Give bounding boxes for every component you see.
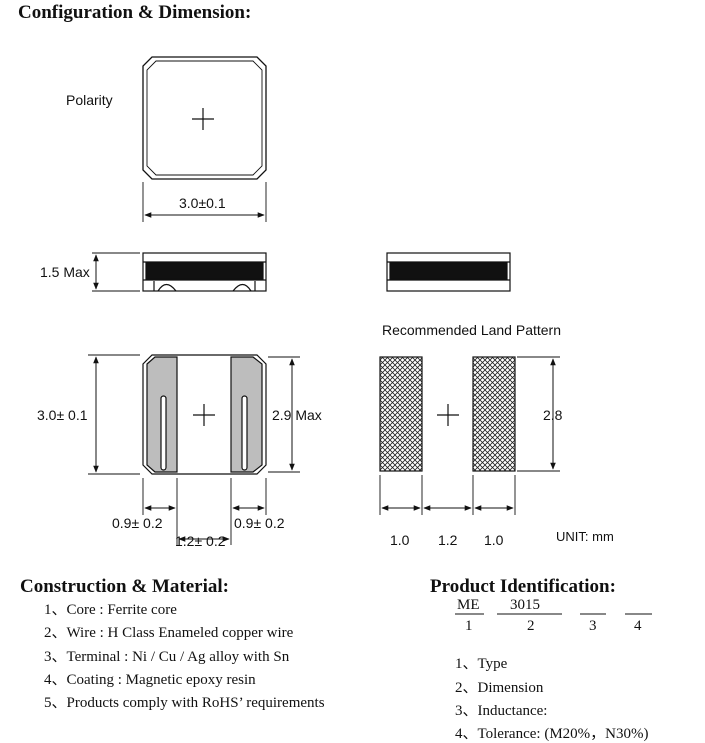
right-terminal-dim: 0.9± 0.2: [234, 515, 285, 531]
product-id-item: 2、Dimension: [455, 680, 544, 696]
construction-item: 3、Terminal : Ni / Cu / Ag alloy with Sn: [44, 649, 290, 665]
side-height-dim: 1.5 Max: [40, 264, 90, 280]
top-view: [142, 56, 267, 222]
product-id-item: 4、Tolerance: (M20%，N30%): [455, 726, 649, 742]
land-height-dim: 2.8: [543, 407, 563, 423]
construction-item: 1、Core : Ferrite core: [44, 602, 177, 618]
product-id-item: 3、Inductance:: [455, 703, 548, 719]
construction-title: Construction & Material:: [20, 576, 229, 597]
unit-label: UNIT: mm: [556, 529, 614, 544]
code-number: 3: [589, 618, 597, 634]
bottom-view: [88, 354, 300, 545]
code-number: 1: [465, 618, 473, 634]
construction-item: 2、Wire : H Class Enameled copper wire: [44, 625, 294, 641]
center-dim: 1.2± 0.2: [175, 533, 226, 549]
product-id-title: Product Identification:: [430, 576, 616, 597]
side-view-right: [386, 252, 511, 292]
top-width-dim: 3.0±0.1: [179, 195, 226, 211]
land-width-1: 1.0: [390, 532, 410, 548]
side-view: [92, 252, 267, 292]
bottom-height-dim: 3.0± 0.1: [37, 407, 88, 423]
land-width-3: 1.0: [484, 532, 504, 548]
code-part-dimension: 3015: [510, 597, 540, 613]
left-terminal-dim: 0.9± 0.2: [112, 515, 163, 531]
polarity-label: Polarity: [66, 92, 113, 108]
land-width-2: 1.2: [438, 532, 458, 548]
code-part-type: ME: [457, 597, 480, 613]
construction-item: 5、Products comply with RoHS’ requirement…: [44, 695, 325, 711]
config-title: Configuration & Dimension:: [18, 2, 252, 23]
construction-item: 4、Coating : Magnetic epoxy resin: [44, 672, 256, 688]
land-pattern-title: Recommended Land Pattern: [382, 322, 561, 338]
code-number: 2: [527, 618, 535, 634]
code-number: 4: [634, 618, 642, 634]
bottom-inner-height-dim: 2.9 Max: [272, 407, 322, 423]
product-id-item: 1、Type: [455, 656, 508, 672]
land-pattern: [379, 356, 560, 515]
